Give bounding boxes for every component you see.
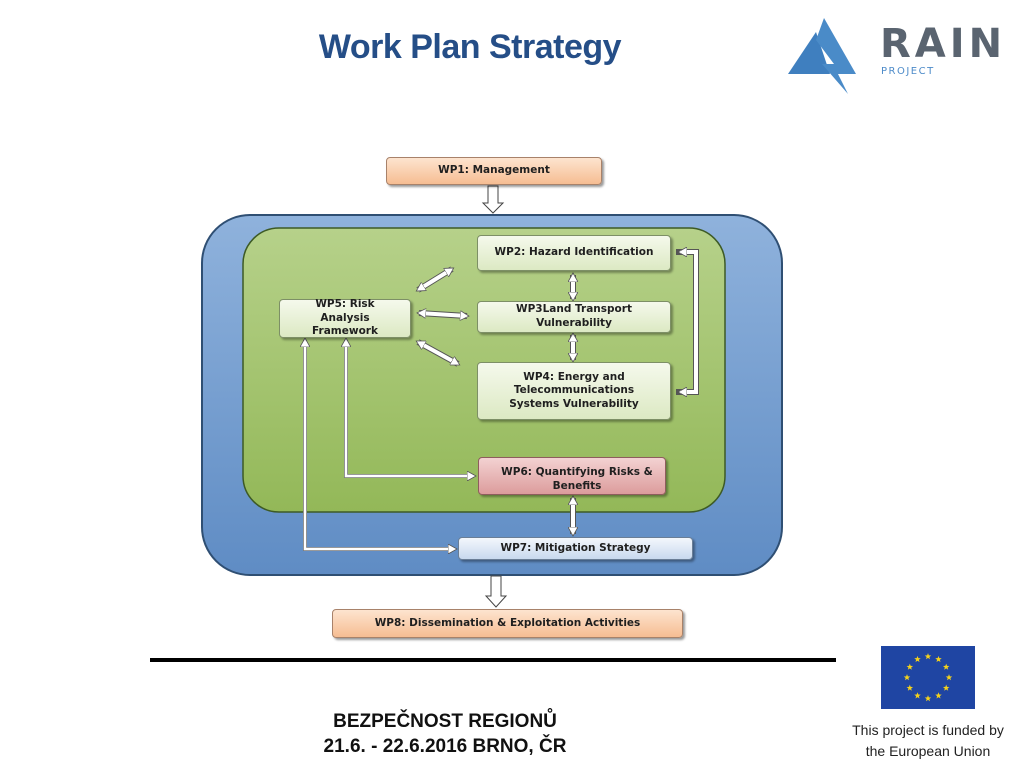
eu-star <box>945 674 953 681</box>
rain-mountain-lightning-icon <box>788 18 856 94</box>
page-title: Work Plan Strategy <box>318 28 622 66</box>
eu-star <box>935 655 942 663</box>
wp4-energy-box: WP4: Energy and Telecommunications Syste… <box>477 362 671 420</box>
wp6-quantifying-box: WP6: Quantifying Risks & Benefits <box>478 457 666 495</box>
wp7-mitigation-box: WP7: Mitigation Strategy <box>458 537 693 560</box>
logo-word: RAIN <box>880 21 1007 67</box>
logo-subtitle: PROJECT <box>881 66 935 77</box>
eu-star <box>906 663 914 670</box>
arrow-wp8-down <box>484 575 508 608</box>
wp8-dissemination-box: WP8: Dissemination & Exploitation Activi… <box>332 609 683 638</box>
eu-funding-line2: the European Union <box>865 743 991 759</box>
eu-flag-icon <box>881 646 975 709</box>
eu-star <box>906 684 914 691</box>
eu-star <box>903 674 911 681</box>
eu-funding-line1: This project is funded by <box>852 722 1004 738</box>
footer-divider <box>150 658 836 662</box>
eu-star <box>935 692 942 699</box>
conference-info: BEZPEČNOST REGIONŮ 21.6. - 22.6.2016 BRN… <box>245 709 645 759</box>
wp2-hazard-box: WP2: Hazard Identification <box>477 235 671 271</box>
eu-funding-note: This project is funded by the European U… <box>833 720 1023 762</box>
conference-date: 21.6. - 22.6.2016 BRNO, ČR <box>323 736 567 757</box>
eu-star <box>914 692 921 699</box>
eu-star <box>914 655 921 663</box>
wp3-transport-box: WP3Land Transport Vulnerability <box>477 301 671 333</box>
wp5-risk-framework-box: WP5: Risk Analysis Framework <box>279 298 411 338</box>
wp1-management-box: WP1: Management <box>386 157 602 185</box>
eu-star <box>924 653 932 660</box>
eu-star <box>942 684 950 691</box>
arrow-wp1-down <box>481 185 505 214</box>
conference-name: BEZPEČNOST REGIONŮ <box>333 711 557 732</box>
rain-logo: RAIN PROJECT <box>786 12 1022 94</box>
eu-star <box>924 695 932 702</box>
eu-star <box>942 663 950 670</box>
